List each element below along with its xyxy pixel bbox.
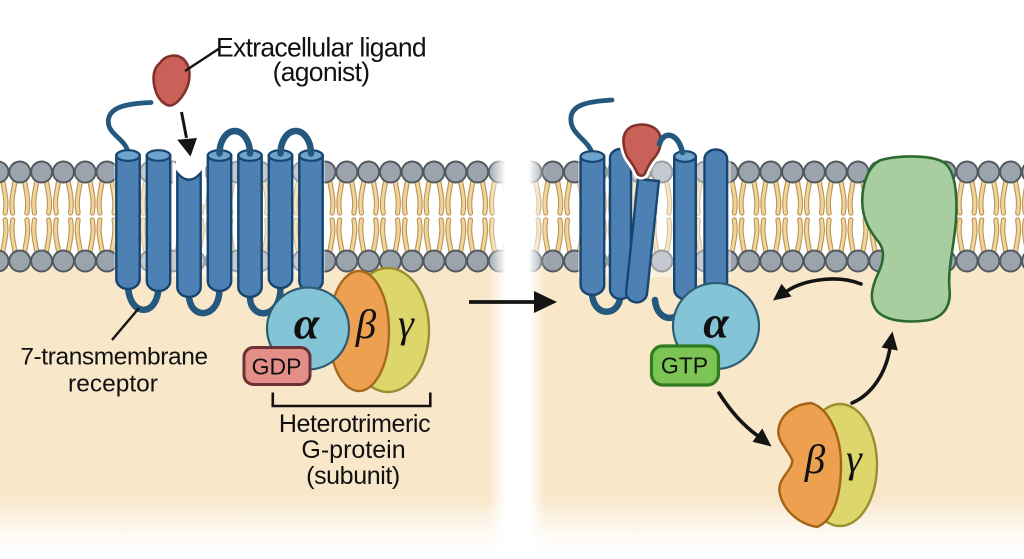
svg-text:G-protein: G-protein	[301, 436, 405, 464]
svg-text:β: β	[804, 436, 826, 482]
svg-text:(agonist): (agonist)	[273, 57, 370, 87]
svg-text:α: α	[703, 297, 730, 348]
svg-text:GDP: GDP	[252, 354, 302, 380]
svg-text:α: α	[294, 298, 321, 349]
svg-text:Extracellular ligand: Extracellular ligand	[216, 33, 426, 63]
svg-text:γ: γ	[846, 436, 863, 481]
svg-text:(subunit): (subunit)	[306, 462, 400, 490]
svg-text:GTP: GTP	[661, 353, 708, 379]
svg-text:receptor: receptor	[68, 370, 158, 397]
svg-text:Heterotrimeric: Heterotrimeric	[279, 410, 430, 438]
svg-text:β: β	[355, 301, 377, 347]
svg-text:7-transmembrane: 7-transmembrane	[20, 344, 207, 371]
svg-text:γ: γ	[398, 301, 415, 346]
